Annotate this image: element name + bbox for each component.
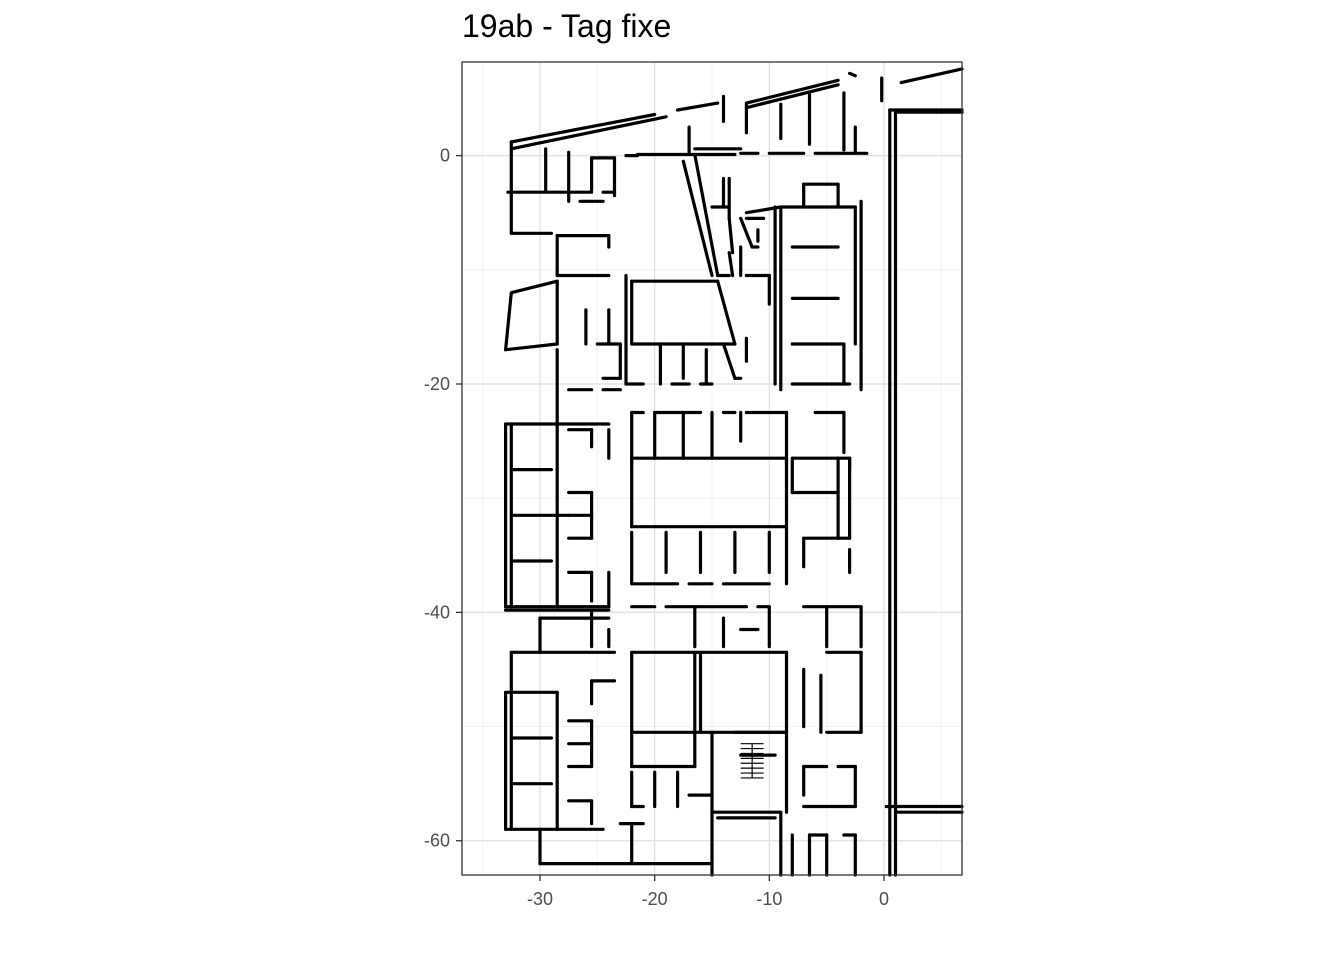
wall-segment	[721, 342, 737, 380]
floor-plan-walls	[504, 67, 964, 877]
y-tick-label: -20	[424, 374, 450, 394]
wall-segment	[847, 71, 857, 78]
wall-segment	[681, 159, 714, 278]
wall-segment	[899, 67, 964, 85]
x-tick-label: -20	[642, 889, 668, 909]
y-axis: 0 -20 -40 -60	[424, 146, 462, 851]
y-tick-label: 0	[440, 146, 450, 166]
wall-segment	[744, 78, 840, 105]
x-tick-label: -30	[527, 889, 553, 909]
chart-title: 19ab - Tag fixe	[462, 8, 672, 44]
wall-segment	[744, 83, 840, 110]
stairs	[740, 743, 764, 779]
x-axis: -30 -20 -10 0	[527, 875, 889, 909]
grid-minor	[462, 62, 962, 875]
y-tick-label: -40	[424, 602, 450, 622]
wall-segment	[693, 152, 720, 278]
wall-segment	[727, 216, 735, 255]
wall-segment	[727, 251, 735, 278]
wall-segment	[509, 115, 668, 151]
x-tick-label: 0	[879, 889, 889, 909]
wall-segment	[739, 216, 754, 249]
wall-segment	[716, 279, 737, 346]
wall-segment	[504, 279, 559, 352]
plot-panel-border	[461, 61, 963, 876]
wall-segment	[509, 112, 657, 144]
wall-segment	[675, 101, 720, 112]
wall-segment	[504, 342, 559, 352]
x-tick-label: -10	[756, 889, 782, 909]
y-tick-label: -60	[424, 831, 450, 851]
